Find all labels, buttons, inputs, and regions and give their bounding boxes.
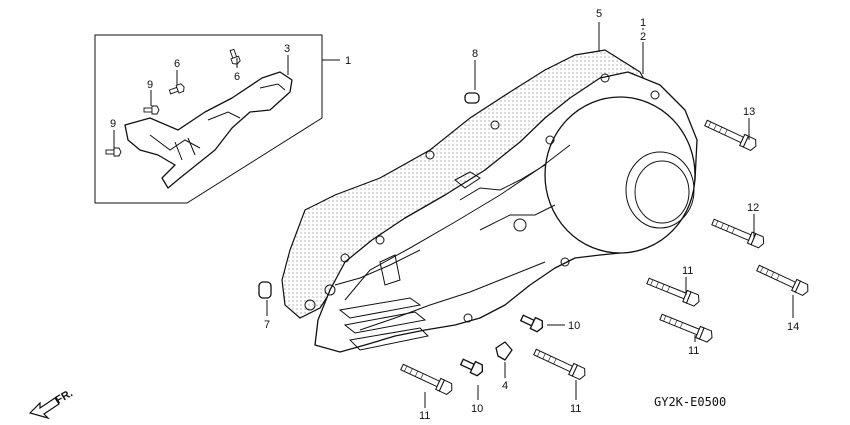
leader-lines: [113, 22, 794, 408]
bolt-14: [754, 262, 811, 298]
callout-10a: 10: [568, 320, 580, 332]
callout-2: 2: [640, 31, 646, 43]
callout-labels: 1 1 2 3 4 5 6 6 7 8 9 9 10 10 11 11 11 1…: [110, 8, 799, 422]
bolt-10b: [458, 355, 486, 378]
left-crankcase-cover: [304, 71, 698, 353]
small-bolt-9b: [143, 105, 160, 115]
callout-9a: 9: [147, 79, 153, 91]
callout-13: 13: [743, 106, 755, 118]
bolt-11b: [658, 310, 715, 344]
callout-11c: 11: [570, 403, 581, 415]
diagram-code: GY2K-E0500: [654, 395, 726, 409]
callout-3: 3: [284, 43, 290, 55]
callout-1a: 1: [345, 55, 351, 67]
bolt-13: [702, 117, 759, 153]
callout-6b: 6: [234, 71, 240, 83]
dowel-pin-8: [464, 92, 480, 104]
bolt-11a: [645, 274, 702, 308]
callout-4: 4: [502, 380, 508, 392]
callout-8: 8: [472, 48, 478, 60]
small-bolt-6b: [227, 48, 242, 66]
bracket-part: [124, 71, 293, 189]
callout-11d: 11: [419, 410, 430, 422]
front-arrow-icon: [28, 397, 60, 420]
callout-5: 5: [596, 8, 602, 20]
bolt-11d: [398, 361, 455, 397]
bolt-12: [710, 215, 767, 250]
bracket-assembly-box: [94, 34, 340, 204]
bolt-11c: [531, 346, 588, 382]
callout-7: 7: [264, 319, 270, 331]
callout-11a: 11: [682, 265, 693, 277]
small-bolt-6a: [168, 82, 186, 97]
dowel-pin-7: [258, 281, 272, 299]
front-direction-label: FR.: [54, 387, 75, 406]
callout-10b: 10: [471, 403, 483, 415]
callout-6a: 6: [174, 58, 180, 70]
callout-14: 14: [787, 321, 799, 333]
callout-11b: 11: [688, 345, 699, 357]
clip-4: [495, 341, 513, 361]
callout-1b: 1: [640, 17, 646, 29]
callout-9b: 9: [110, 118, 116, 130]
front-direction-indicator: FR.: [28, 387, 75, 420]
callout-12: 12: [747, 202, 759, 214]
bolt-10a: [518, 311, 546, 334]
